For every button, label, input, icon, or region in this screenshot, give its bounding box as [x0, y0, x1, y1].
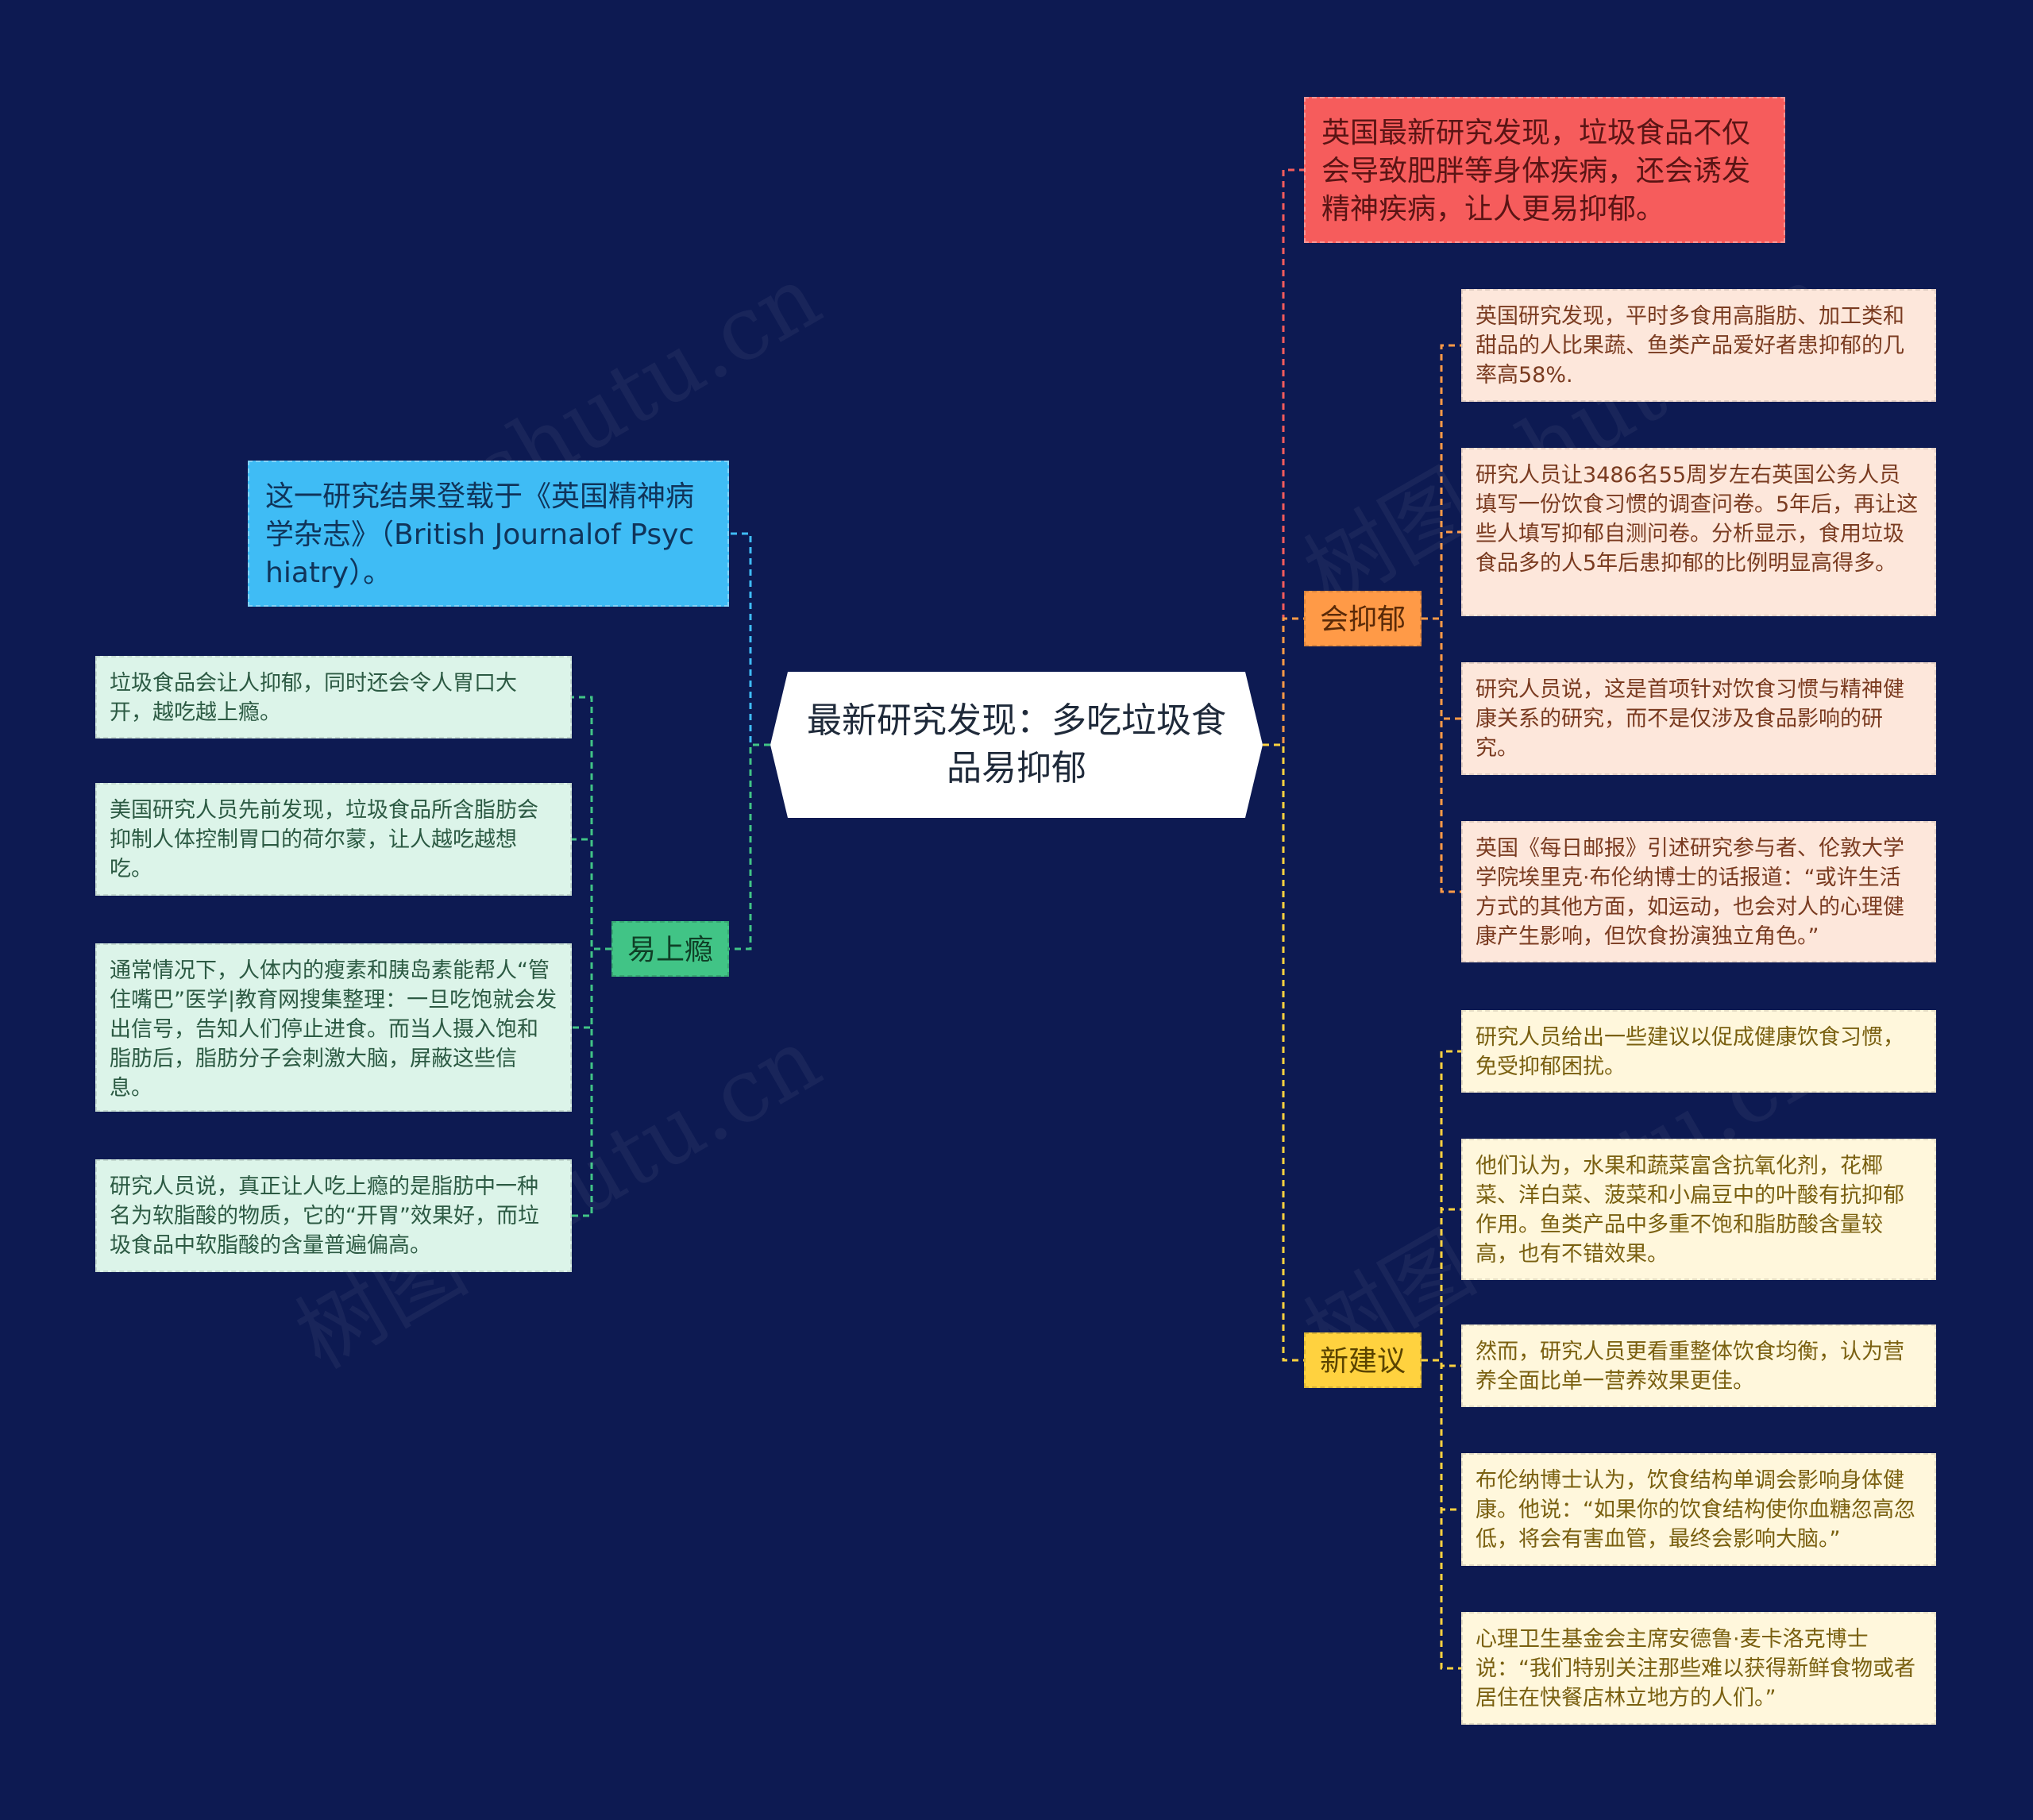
depression-leaf[interactable]: 英国《每日邮报》引述研究参与者、伦敦大学学院埃里克·布伦纳博士的话报道：“或许生… — [1461, 821, 1936, 962]
addiction-leaf-text: 美国研究人员先前发现，垃圾食品所含脂肪会抑制人体控制胃口的荷尔蒙，让人越吃越想吃… — [110, 798, 538, 881]
addiction-leaf-text: 通常情况下，人体内的瘦素和胰岛素能帮人“管住嘴巴”医学|教育网搜集整理：一旦吃饱… — [110, 958, 557, 1101]
connector-line — [1263, 168, 1304, 746]
connector-line — [1263, 617, 1304, 746]
addiction-leaf[interactable]: 垃圾食品会让人抑郁，同时还会令人胃口大开，越吃越上瘾。 — [95, 656, 572, 738]
depression-leaf-text: 英国《每日邮报》引述研究参与者、伦敦大学学院埃里克·布伦纳博士的话报道：“或许生… — [1476, 836, 1904, 949]
journal-note[interactable]: 这一研究结果登载于《英国精神病学杂志》（British Journalof Ps… — [248, 461, 729, 607]
connector-line — [572, 947, 611, 1217]
connector-line — [1422, 344, 1461, 620]
advice-leaf-text: 布伦纳博士认为，饮食结构单调会影响身体健康。他说：“如果你的饮食结构使你血糖忽高… — [1476, 1468, 1915, 1552]
depression-leaf[interactable]: 英国研究发现，平时多食用高脂肪、加工类和甜品的人比果蔬、鱼类产品爱好者患抑郁的几… — [1461, 289, 1936, 402]
depression-leaf-text: 英国研究发现，平时多食用高脂肪、加工类和甜品的人比果蔬、鱼类产品爱好者患抑郁的几… — [1476, 304, 1904, 388]
branch-depression-label: 会抑郁 — [1319, 603, 1406, 636]
advice-leaf-text: 然而，研究人员更看重整体饮食均衡，认为营养全面比单一营养效果更佳。 — [1476, 1340, 1904, 1394]
journal-note-text: 这一研究结果登载于《英国精神病学杂志》（British Journalof Ps… — [265, 480, 695, 589]
addiction-leaf-text: 垃圾食品会让人抑郁，同时还会令人胃口大开，越吃越上瘾。 — [110, 671, 517, 725]
advice-leaf[interactable]: 然而，研究人员更看重整体饮食均衡，认为营养全面比单一营养效果更佳。 — [1461, 1325, 1936, 1407]
central-topic-label: 最新研究发现：多吃垃圾食品易抑郁 — [807, 700, 1226, 789]
central-topic[interactable]: 最新研究发现：多吃垃圾食品易抑郁 — [770, 672, 1263, 818]
connector-line — [1422, 617, 1461, 893]
addiction-leaf[interactable]: 研究人员说，真正让人吃上瘾的是脂肪中一种名为软脂酸的物质，它的“开胃”效果好，而… — [95, 1159, 572, 1272]
addiction-leaf[interactable]: 美国研究人员先前发现，垃圾食品所含脂肪会抑制人体控制胃口的荷尔蒙，让人越吃越想吃… — [95, 783, 572, 896]
advice-leaf[interactable]: 他们认为，水果和蔬菜富含抗氧化剂，花椰菜、洋白菜、菠菜和小扁豆中的叶酸有抗抑郁作… — [1461, 1139, 1936, 1280]
advice-leaf[interactable]: 心理卫生基金会主席安德鲁·麦卡洛克博士说：“我们特别关注那些难以获得新鲜食物或者… — [1461, 1612, 1936, 1725]
central-topic-shape — [770, 672, 1263, 818]
summary-note[interactable]: 英国最新研究发现，垃圾食品不仅会导致肥胖等身体疾病，还会诱发精神疾病，让人更易抑… — [1304, 97, 1785, 243]
connector-line — [1422, 1359, 1461, 1670]
depression-leaf-text: 研究人员说，这是首项针对饮食习惯与精神健康关系的研究，而不是仅涉及食品影响的研究… — [1476, 677, 1904, 761]
depression-leaf[interactable]: 研究人员让3486名55周岁左右英国公务人员填写一份饮食习惯的调查问卷。5年后，… — [1461, 448, 1936, 616]
depression-leaf[interactable]: 研究人员说，这是首项针对饮食习惯与精神健康关系的研究，而不是仅涉及食品影响的研究… — [1461, 662, 1936, 775]
advice-leaf[interactable]: 布伦纳博士认为，饮食结构单调会影响身体健康。他说：“如果你的饮食结构使你血糖忽高… — [1461, 1453, 1936, 1566]
connector-line — [729, 743, 770, 950]
connector-line — [572, 838, 611, 950]
connector-line — [1263, 743, 1304, 1362]
connector-line — [729, 532, 770, 746]
depression-leaf-text: 研究人员让3486名55周岁左右英国公务人员填写一份饮食习惯的调查问卷。5年后，… — [1476, 463, 1919, 576]
addiction-leaf-text: 研究人员说，真正让人吃上瘾的是脂肪中一种名为软脂酸的物质，它的“开胃”效果好，而… — [110, 1174, 539, 1258]
advice-leaf[interactable]: 研究人员给出一些建议以促成健康饮食习惯，免受抑郁困扰。 — [1461, 1010, 1936, 1093]
advice-leaf-text: 研究人员给出一些建议以促成健康饮食习惯，免受抑郁困扰。 — [1476, 1025, 1904, 1079]
addiction-leaf[interactable]: 通常情况下，人体内的瘦素和胰岛素能帮人“管住嘴巴”医学|教育网搜集整理：一旦吃饱… — [95, 943, 572, 1112]
branch-advice-label: 新建议 — [1319, 1345, 1406, 1378]
connector-line — [572, 696, 611, 950]
branch-advice[interactable]: 新建议 — [1304, 1332, 1422, 1388]
branch-addiction-label: 易上瘾 — [627, 934, 713, 966]
advice-leaf-text: 心理卫生基金会主席安德鲁·麦卡洛克博士说：“我们特别关注那些难以获得新鲜食物或者… — [1476, 1627, 1915, 1710]
summary-note-text: 英国最新研究发现，垃圾食品不仅会导致肥胖等身体疾病，还会诱发精神疾病，让人更易抑… — [1321, 117, 1751, 226]
connector-line — [1422, 1050, 1461, 1362]
connector-line — [1422, 1208, 1461, 1362]
connector-line — [1422, 530, 1461, 620]
branch-depression[interactable]: 会抑郁 — [1304, 591, 1422, 646]
branch-addiction[interactable]: 易上瘾 — [611, 921, 729, 977]
advice-leaf-text: 他们认为，水果和蔬菜富含抗氧化剂，花椰菜、洋白菜、菠菜和小扁豆中的叶酸有抗抑郁作… — [1476, 1154, 1904, 1267]
